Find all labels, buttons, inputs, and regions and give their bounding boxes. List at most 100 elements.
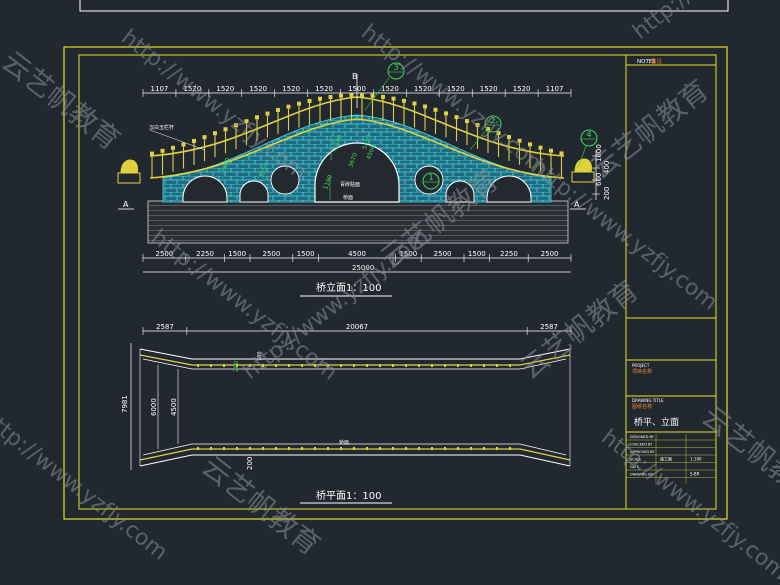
plan-post: [366, 364, 368, 367]
title-block: NOTES 备注 PROJECT 项目名称 DRAWING TITLE 图纸名称…: [625, 55, 716, 509]
plan-post: [431, 447, 433, 450]
railing-post-cap: [255, 115, 259, 120]
callout-circle: [387, 62, 405, 80]
railing-post-cap: [507, 134, 511, 139]
elevation-inner-dim-label: 3500: [220, 157, 232, 174]
arch-left-inner: [239, 180, 269, 203]
callout-number: 2: [490, 116, 495, 125]
callout-leader: [469, 129, 487, 151]
elevation-bottom-dim-label: 2500: [262, 250, 280, 258]
plan-post: [223, 364, 225, 367]
plan-post: [509, 364, 511, 367]
annotation-railing: 汉白玉栏杆: [149, 124, 174, 131]
elevation-top-dim-label: 1520: [282, 85, 300, 93]
watermark-brand-2: 云艺帆教育: [584, 73, 715, 185]
plan-post: [301, 447, 303, 450]
elevation-top-dim-label: 1520: [315, 85, 333, 93]
railing-post-cap: [202, 135, 207, 140]
elevation-title: 桥立面1：100: [316, 281, 381, 294]
plan-post: [509, 447, 511, 450]
watermark-url-1: http://www.yzfjy.com: [116, 25, 312, 185]
plan-post: [340, 364, 342, 367]
callout-circle: [580, 129, 598, 147]
callout-leader: [364, 77, 390, 111]
elevation-top-dim-label: 1107: [151, 85, 169, 93]
elevation-bottom-dim-label: 2500: [541, 250, 559, 258]
annotation-deck: 桥面: [343, 194, 353, 201]
plan-post: [457, 447, 459, 450]
outer-frame: [63, 46, 728, 520]
plan-deck-label: 桥面: [339, 439, 349, 446]
elevation-right-dim-label: 600: [595, 173, 603, 186]
railing-post-cap: [454, 115, 459, 120]
railing-post-cap: [559, 151, 564, 156]
railing-post-cap: [528, 142, 532, 147]
title-block-row-label: DESIGNED BY: [630, 435, 655, 439]
railing-post-cap: [475, 123, 480, 128]
elevation-bottom-dim-label: 1500: [399, 250, 417, 258]
railing-post-cap: [465, 119, 469, 124]
arch-center: [314, 142, 400, 203]
railing-post-cap: [538, 145, 543, 150]
arch-right-inner: [445, 180, 475, 203]
plan-post: [431, 364, 433, 367]
plan-rail-bottom-b: [142, 443, 567, 456]
railing-post-cap: [433, 107, 438, 112]
lion-statue-right: [571, 158, 595, 183]
callout-number: 3: [393, 63, 398, 72]
elevation-total-dim: 25000: [352, 264, 374, 272]
railing-post-cap: [160, 148, 165, 153]
plan-post: [249, 447, 251, 450]
plan-post: [392, 364, 394, 367]
plan-post: [418, 447, 420, 450]
project-cn: 项目名称: [632, 368, 652, 375]
plan-post: [470, 447, 472, 450]
drawing-title: 桥平、立面: [634, 416, 679, 428]
plan-post: [470, 364, 472, 367]
railing-post-cap: [360, 93, 364, 98]
inner-frame: [78, 54, 717, 510]
railing-post-cap: [349, 93, 354, 98]
watermark-brand-1: 云艺帆教育: [0, 45, 126, 157]
callout-circle: [484, 115, 502, 133]
title-block-row-value: S-BR: [690, 472, 700, 477]
plan-post: [288, 447, 290, 450]
title-block-row-value: 施工图: [660, 456, 672, 462]
watermark-url-8: http://www.yzfjy.com: [628, 0, 780, 45]
plan-post: [379, 364, 381, 367]
elevation-inner-dim-label: 5250: [258, 162, 270, 179]
elevation-bottom-dim-label: 2250: [196, 250, 214, 258]
callout-leader: [577, 145, 587, 169]
elevation-inner-dim-label: 3670: [347, 152, 359, 169]
railing-post-cap: [307, 98, 312, 103]
title-block-row-label: DATE: [630, 465, 639, 469]
plan-post: [327, 447, 329, 450]
plan-post: [223, 447, 225, 450]
plan-post: [405, 447, 407, 450]
railing-post-cap: [297, 101, 301, 106]
plan-top-dim-label: 2587: [156, 323, 174, 331]
railing-post-cap: [318, 96, 322, 101]
callout-circle: [422, 172, 440, 190]
top-neighbor-sheet: [79, 0, 729, 12]
elevation-top-dim-label: 1520: [447, 85, 465, 93]
plan-post: [327, 364, 329, 367]
elevation-top-dim-label: 1520: [513, 85, 531, 93]
railing-bottom-rail: [149, 118, 565, 179]
plan-post: [340, 447, 342, 450]
elevation-right-dim-label: 1000: [595, 144, 603, 162]
railing-post-cap: [486, 127, 490, 132]
plan-post: [301, 364, 303, 367]
railing-post-cap: [370, 93, 375, 98]
elevation-bottom-dim-label: 1500: [228, 250, 246, 258]
elevation-top-dim-label: 1520: [216, 85, 234, 93]
arch-right-outer: [486, 175, 532, 203]
foundation: [147, 200, 569, 244]
elevation-top-dim-label: 1107: [546, 85, 564, 93]
